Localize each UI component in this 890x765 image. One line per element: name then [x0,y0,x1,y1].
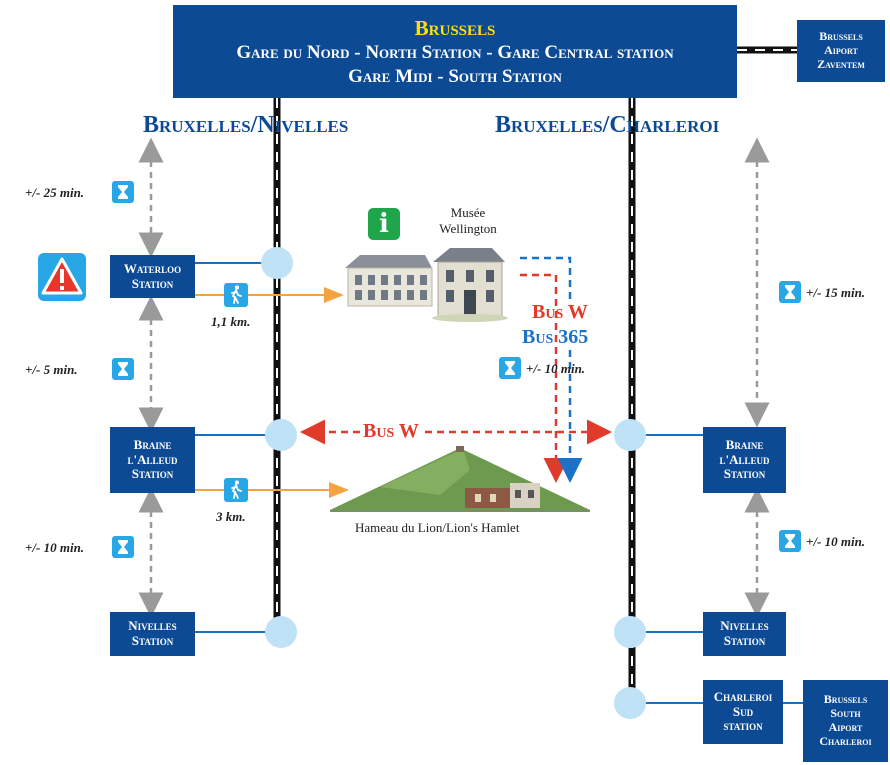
line-title-bruxelles-charleroi: Bruxelles/Charleroi [495,112,720,138]
zaventem-line-1: Brussels [819,29,863,44]
waterloo-line-2: Station [131,275,174,291]
station-braine-alleud-left[interactable]: Braine l'Alleud Station [110,427,195,493]
travel-time-arrows [138,137,770,618]
charleroi-line-2: Sud [732,703,754,719]
time-waterloo-braine: +/- 5 min. [25,362,78,377]
charleroi-airport-line-4: Charleroi [819,733,872,748]
lions-hamlet-illustration [330,446,590,512]
airport-charleroi-box[interactable]: Brussels South Aiport Charleroi [803,680,888,762]
hourglass-icon [779,281,801,303]
header-title: Brussels [414,15,496,40]
nivelles-right-line-1: Nivelles [720,618,769,634]
hourglass-icon [112,181,134,203]
braine-right-line-3: Station [723,466,766,482]
station-waterloo[interactable]: Waterloo Station [110,255,195,298]
stop-nivelles-right [614,616,646,648]
station-charleroi-sud[interactable]: Charleroi Sud station [703,680,783,744]
warning-triangle-icon [38,253,86,301]
header-line-1: Gare du Nord - North Station - Gare Cent… [236,41,674,63]
time-braine-nivelles-left: +/- 10 min. [25,540,85,555]
charleroi-airport-line-2: South [830,706,861,721]
braine-right-line-1: Braine [725,436,764,452]
stop-nivelles-left [265,616,297,648]
airport-zaventem-box[interactable]: Brussels Aiport Zaventem [797,20,885,82]
nivelles-right-line-2: Station [723,633,766,648]
bus-w-cross-label: Bus W [363,420,419,442]
charleroi-airport-line-3: Aiport [828,720,863,734]
walking-arrows [195,287,349,498]
station-braine-alleud-right[interactable]: Braine l'Alleud Station [703,427,786,493]
station-stops [261,247,646,719]
braine-left-line-3: Station [131,466,174,482]
stop-braine-right [614,419,646,451]
stop-braine-left [265,419,297,451]
braine-right-line-2: l'Alleud [719,451,770,467]
bus-w-label: Bus W [532,301,588,323]
hourglass-icon [112,358,134,380]
museum-wellington-illustration [345,248,508,322]
time-waterloo-brussels: +/- 25 min. [25,185,85,200]
walk-distance-braine: 3 km. [216,509,246,524]
braine-left-line-2: l'Alleud [127,451,178,467]
walk-distance-waterloo: 1,1 km. [211,314,251,329]
stop-waterloo [261,247,293,279]
station-nivelles-right[interactable]: Nivelles Station [703,612,786,656]
charleroi-line-3: station [723,718,763,734]
time-braine-nivelles-right: +/- 10 min. [806,534,866,549]
header-line-2: Gare Midi - South Station [348,65,562,87]
bus-365-route [520,256,583,483]
bus-365-label: Bus 365 [522,326,589,348]
stop-charleroi [614,687,646,719]
waterloo-line-1: Waterloo [123,260,182,276]
lions-hamlet-caption: Hameau du Lion/Lion's Hamlet [355,520,520,535]
line-title-bruxelles-nivelles: Bruxelles/Nivelles [143,112,349,138]
time-bus: +/- 10 min. [526,361,586,376]
braine-left-line-1: Braine [133,436,172,452]
charleroi-line-1: Charleroi [713,688,773,704]
bus-w-route [300,273,612,483]
hourglass-icon [112,536,134,558]
time-brussels-braine-right: +/- 15 min. [806,285,866,300]
pedestrian-icon [224,478,248,502]
hourglass-icon [499,357,521,379]
charleroi-airport-line-1: Brussels [823,692,868,707]
nivelles-left-line-2: Station [131,633,174,648]
hourglass-icon [779,530,801,552]
zaventem-line-2: Aiport [824,43,858,58]
zaventem-line-3: Zaventem [817,56,865,71]
pedestrian-icon [224,283,248,307]
museum-wellington-label: Musée Wellington [439,205,497,236]
station-nivelles-left[interactable]: Nivelles Station [110,612,195,656]
brussels-header[interactable]: Brussels Gare du Nord - North Station - … [173,5,737,98]
nivelles-left-line-1: Nivelles [128,618,177,634]
info-icon[interactable]: i [368,208,400,240]
